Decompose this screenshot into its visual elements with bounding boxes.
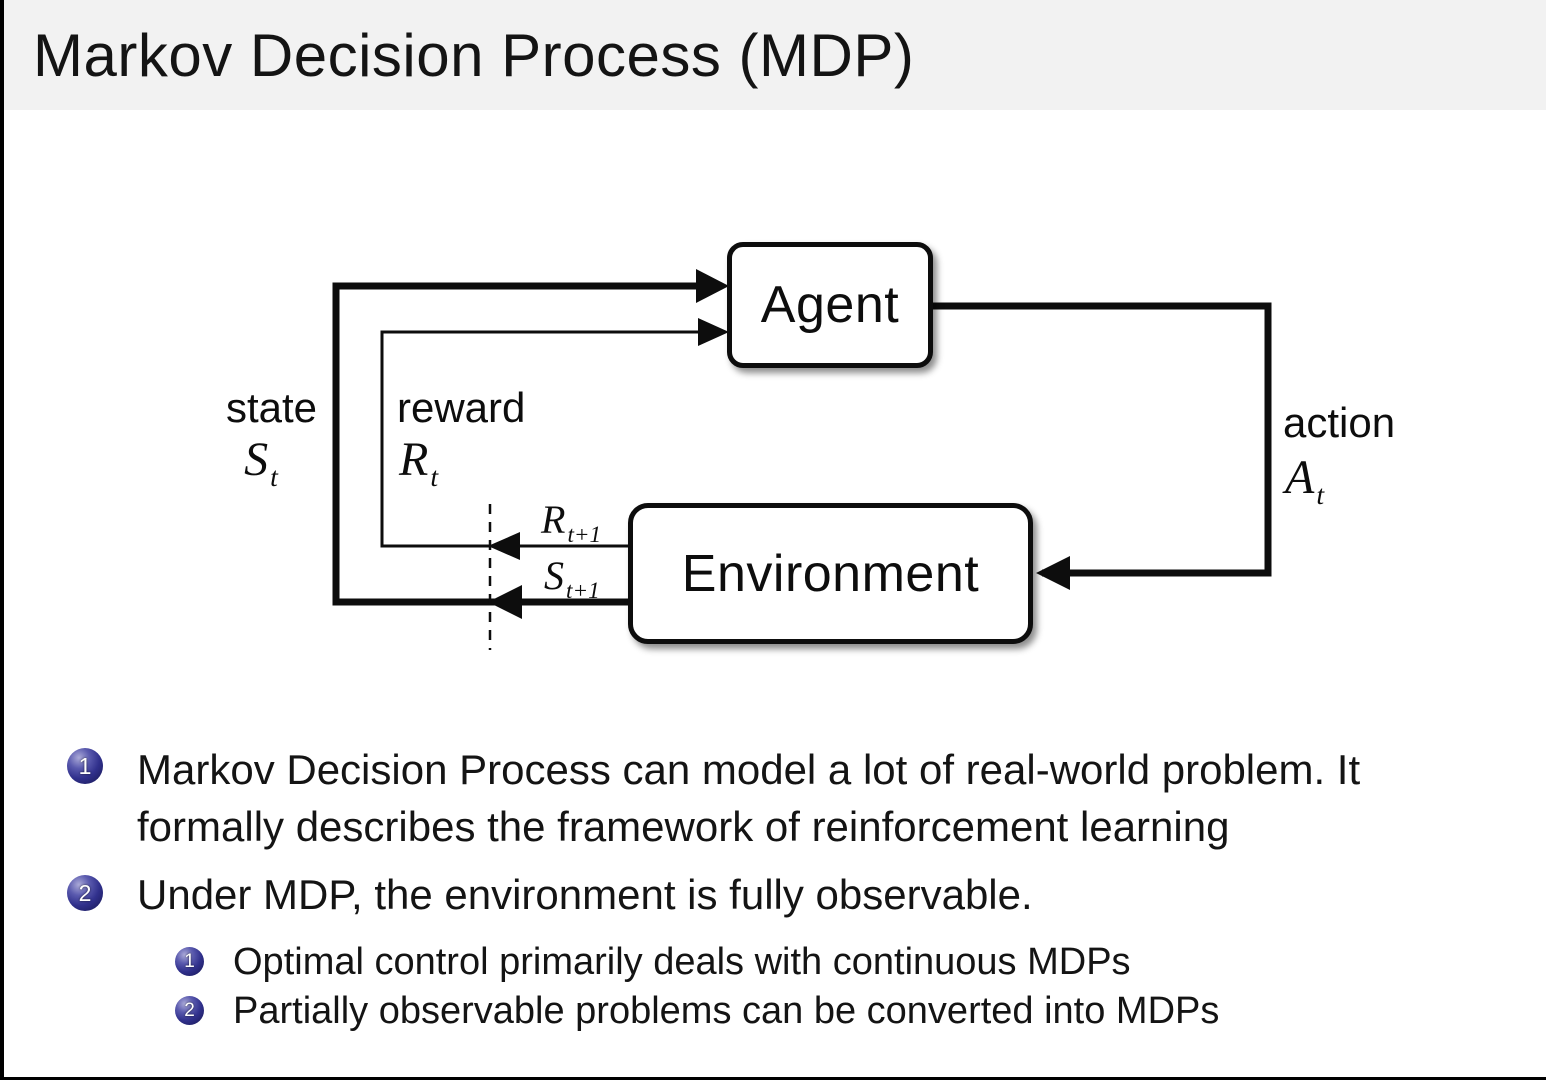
bullet-1-line-1: Markov Decision Process can model a lot … bbox=[137, 746, 1361, 793]
enumerate-ball-1: 1 bbox=[67, 748, 103, 784]
slide-bottom-border bbox=[0, 1077, 1546, 1080]
bullet-2-line-1: Under MDP, the environment is fully obse… bbox=[137, 871, 1033, 918]
enumerate-ball-2: 2 bbox=[67, 875, 103, 911]
action-symbol: At bbox=[1285, 451, 1325, 511]
environment-box: Environment bbox=[628, 503, 1033, 644]
action-arrowhead-into-environment bbox=[1036, 556, 1070, 590]
next-state-symbol: St+1 bbox=[544, 553, 600, 604]
next-reward-arrowhead bbox=[488, 532, 520, 560]
page-title: Markov Decision Process (MDP) bbox=[33, 21, 915, 89]
environment-label: Environment bbox=[681, 544, 980, 603]
action-arrow-line bbox=[933, 306, 1268, 573]
sub-bullet-2-text: Partially observable problems can be con… bbox=[233, 990, 1220, 1032]
state-arrow-line bbox=[336, 286, 705, 602]
state-word-label: state bbox=[225, 384, 317, 431]
next-state-arrowhead bbox=[488, 585, 522, 619]
reward-symbol: Rt bbox=[399, 433, 439, 493]
agent-box: Agent bbox=[727, 242, 933, 368]
bullet-1-line-2: formally describes the framework of rein… bbox=[137, 803, 1230, 850]
sub-enumerate-ball-2: 2 bbox=[175, 996, 204, 1025]
agent-label: Agent bbox=[760, 276, 900, 334]
state-arrowhead-into-agent bbox=[696, 269, 729, 303]
reward-arrowhead-into-agent bbox=[698, 318, 729, 346]
state-symbol: St bbox=[244, 433, 278, 493]
slide-left-border bbox=[0, 0, 4, 1080]
sub-bullet-1-text: Optimal control primarily deals with con… bbox=[233, 941, 1131, 983]
action-word-label: action bbox=[1283, 399, 1396, 446]
title-bar: Markov Decision Process (MDP) bbox=[0, 0, 1546, 110]
next-reward-symbol: Rt+1 bbox=[541, 497, 602, 548]
reward-word-label: reward bbox=[397, 384, 526, 431]
sub-enumerate-ball-1: 1 bbox=[175, 947, 204, 976]
